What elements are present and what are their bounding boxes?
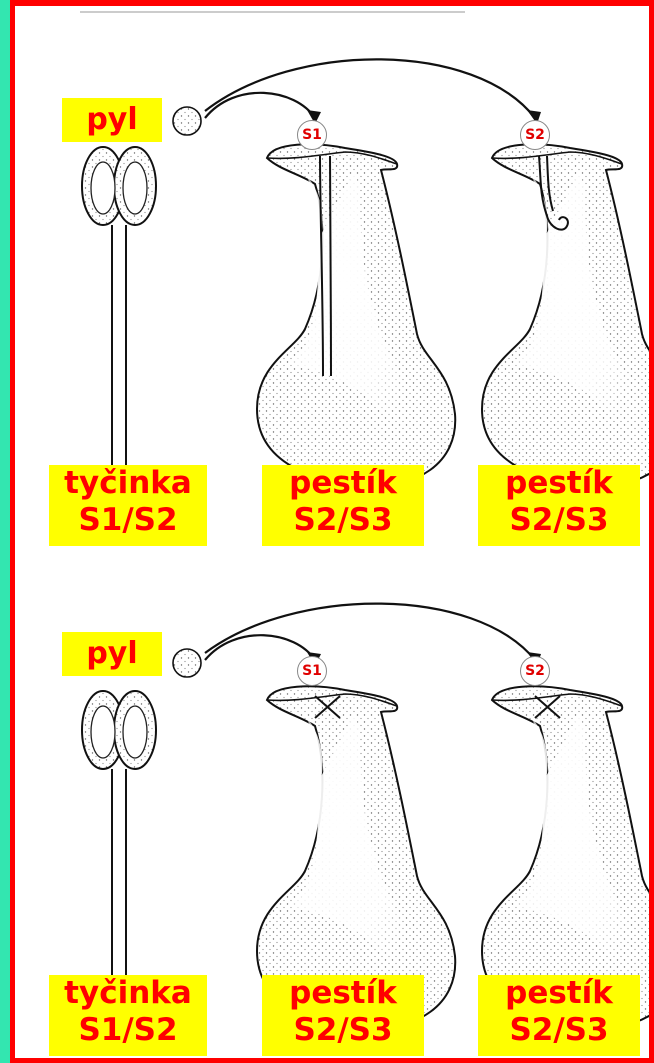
top-allele-badge-s2: S2	[520, 120, 550, 150]
bottom-pistil-left-name: pestík	[262, 975, 424, 1012]
bottom-pollen-grain	[173, 649, 201, 677]
top-pistil-left	[257, 144, 455, 486]
bottom-pistil-left-label: pestík S2/S3	[262, 975, 424, 1056]
top-pistil-left-label: pestík S2/S3	[262, 465, 424, 546]
top-pollen-grain	[173, 107, 201, 135]
top-pistil-right	[482, 144, 654, 486]
bottom-stamen-name: tyčinka	[49, 975, 207, 1012]
bottom-stamen-genotype: S1/S2	[49, 1012, 207, 1049]
bottom-allele-badge-s1: S1	[297, 656, 327, 686]
top-pistil-left-name: pestík	[262, 465, 424, 502]
top-pistil-right-genotype: S2/S3	[478, 502, 640, 539]
top-stamen-name: tyčinka	[49, 465, 207, 502]
bottom-pistil-right-label: pestík S2/S3	[478, 975, 640, 1056]
bottom-pistil-left-genotype: S2/S3	[262, 1012, 424, 1049]
top-stamen-genotype: S1/S2	[49, 502, 207, 539]
bottom-allele-badge-s2: S2	[520, 656, 550, 686]
diagram-frame: pyl S1 S2 tyčinka S1/S2 pestík S2/S3 pes…	[10, 0, 654, 1063]
top-pollen-label: pyl	[62, 98, 162, 142]
bottom-stamen-label: tyčinka S1/S2	[49, 975, 207, 1056]
top-stamen-label: tyčinka S1/S2	[49, 465, 207, 546]
bottom-pistil-right-name: pestík	[478, 975, 640, 1012]
top-pistil-right-label: pestík S2/S3	[478, 465, 640, 546]
bottom-pollen-label: pyl	[62, 632, 162, 676]
top-allele-badge-s1: S1	[297, 120, 327, 150]
top-arrows	[205, 59, 541, 124]
top-pistil-right-name: pestík	[478, 465, 640, 502]
top-pistil-left-genotype: S2/S3	[262, 502, 424, 539]
bottom-arrows	[205, 604, 541, 666]
bottom-pistil-right-genotype: S2/S3	[478, 1012, 640, 1049]
top-stamen	[82, 147, 156, 506]
